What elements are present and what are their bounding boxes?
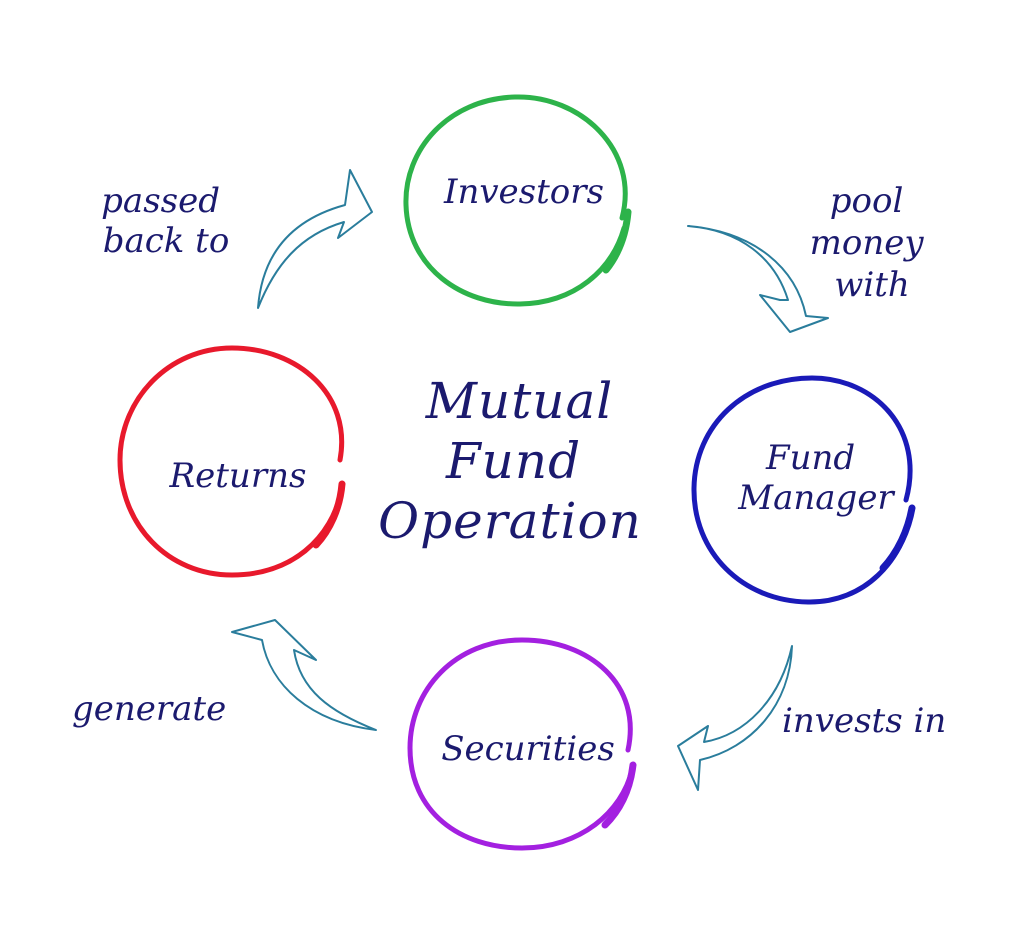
title-line-1: Mutual xyxy=(425,372,614,430)
securities-label-line: Securities xyxy=(441,729,615,769)
node-investors: Investors xyxy=(403,94,632,307)
arrow-investors-to-fund-manager xyxy=(687,225,829,333)
edge-label-generate: generate xyxy=(72,689,226,729)
diagram-title: Mutual Fund Operation xyxy=(378,372,642,550)
arrow-up-left-icon-2 xyxy=(231,619,377,731)
pool-money-with-line-3: with xyxy=(834,265,910,305)
arrow-securities-to-returns xyxy=(231,619,377,731)
title-line-3: Operation xyxy=(378,492,642,550)
generate-line: generate xyxy=(72,689,226,729)
investors-circle xyxy=(403,94,628,307)
pool-money-with-line-2: money xyxy=(810,223,925,263)
arrow-down-left-icon xyxy=(677,645,793,791)
fund-manager-label: Fund Manager xyxy=(737,438,895,518)
returns-label: Returns xyxy=(169,456,307,496)
arrow-up-left-icon xyxy=(257,169,373,309)
securities-label: Securities xyxy=(441,729,615,769)
arrow-fund-manager-to-securities xyxy=(677,645,793,791)
fund-manager-circle-accent xyxy=(879,504,916,572)
investors-label-line: Investors xyxy=(443,172,604,212)
investors-circle-accent xyxy=(602,208,632,274)
node-returns: Returns xyxy=(117,345,346,578)
passed-back-to-line-2: back to xyxy=(103,221,230,261)
arrow-returns-to-investors xyxy=(257,169,373,309)
edge-label-invests-in: invests in xyxy=(782,701,946,741)
securities-circle-accent xyxy=(601,761,637,829)
investors-label: Investors xyxy=(443,172,604,212)
invests-in-line: invests in xyxy=(782,701,946,741)
title-line-2: Fund xyxy=(445,432,581,490)
edge-label-passed-back-to: passed back to xyxy=(101,181,231,261)
securities-circle xyxy=(407,637,635,851)
node-securities: Securities xyxy=(407,637,637,851)
arrow-down-right-icon xyxy=(687,225,829,333)
passed-back-to-line-1: passed xyxy=(101,181,220,221)
fund-manager-label-line-1: Fund xyxy=(765,438,855,478)
node-fund-manager: Fund Manager xyxy=(691,375,916,605)
returns-circle xyxy=(117,345,345,578)
fund-manager-label-line-2: Manager xyxy=(737,478,895,518)
returns-label-line: Returns xyxy=(169,456,307,496)
edge-label-pool-money-with: pool money with xyxy=(810,181,935,305)
fund-manager-circle xyxy=(691,375,914,605)
returns-circle-accent xyxy=(312,480,346,549)
pool-money-with-line-1: pool xyxy=(830,181,904,221)
